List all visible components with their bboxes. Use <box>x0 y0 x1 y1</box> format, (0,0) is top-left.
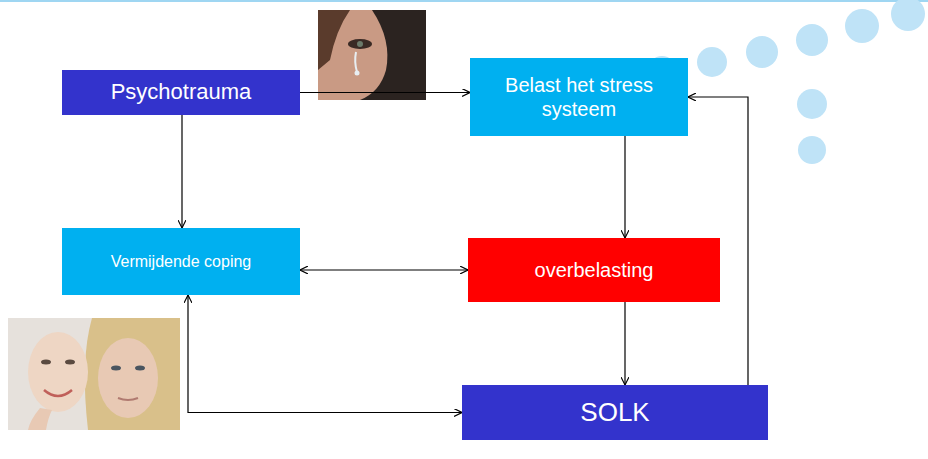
face <box>98 338 158 418</box>
alert-box: overbelasting <box>468 238 720 302</box>
arrow-connector <box>300 269 468 270</box>
node-label: Vermijdende coping <box>111 252 252 271</box>
node-label: Psychotrauma <box>111 79 252 105</box>
tear-drop <box>355 71 360 76</box>
node-label: overbelasting <box>535 258 654 282</box>
hand <box>28 408 52 430</box>
process-box: Belast het stress systeem <box>470 58 688 136</box>
dot <box>891 0 925 31</box>
outcome-box: SOLK <box>462 385 768 440</box>
eye <box>348 39 372 49</box>
node-label: SOLK <box>580 397 649 428</box>
face <box>318 10 387 100</box>
top-rule <box>0 0 928 2</box>
dot <box>797 89 827 119</box>
process-box: Psychotrauma <box>62 70 300 115</box>
mouth <box>118 398 138 400</box>
node-label: Belast het stress systeem <box>478 73 680 121</box>
tear <box>355 52 357 72</box>
dot <box>697 47 727 77</box>
dot <box>845 9 879 43</box>
arrow-connector <box>300 92 470 93</box>
dot <box>746 36 778 68</box>
mask <box>28 332 88 412</box>
photo-ground <box>318 10 426 100</box>
hair <box>318 10 350 70</box>
dot <box>796 24 828 56</box>
arrow-connector <box>188 295 462 413</box>
hair <box>85 318 180 430</box>
iris <box>357 41 363 47</box>
mask-eye <box>65 360 75 365</box>
mask-eye <box>41 360 51 365</box>
decorative-dots <box>648 0 925 164</box>
photo-ground <box>8 318 180 430</box>
eye <box>135 366 145 371</box>
eye <box>111 366 121 371</box>
arrow-connector <box>624 302 625 385</box>
crying-woman-photo <box>318 10 426 100</box>
arrow-connector <box>181 115 182 228</box>
masks-photo <box>8 318 180 430</box>
mask-smile <box>44 390 72 396</box>
process-box: Vermijdende coping <box>62 228 300 295</box>
arrow-connector <box>624 136 625 238</box>
dot <box>798 136 826 164</box>
